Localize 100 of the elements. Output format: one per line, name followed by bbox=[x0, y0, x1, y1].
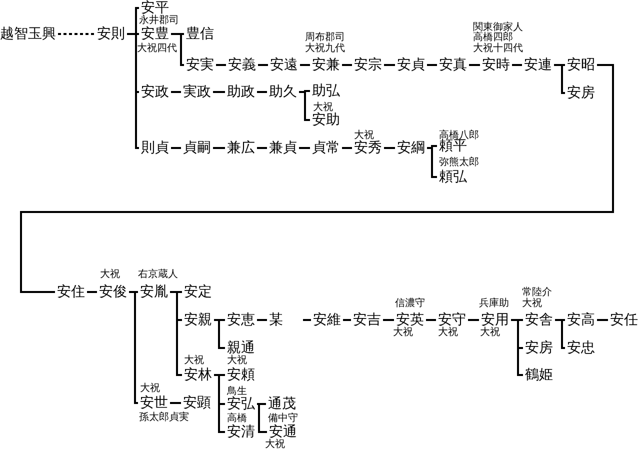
lineage-line bbox=[171, 147, 181, 149]
person-name: 安実 bbox=[184, 57, 216, 73]
person-name: 安高 bbox=[565, 312, 597, 328]
person-name: 安恵 bbox=[225, 312, 257, 328]
note-text: 大祝四代 bbox=[137, 42, 177, 54]
lineage-line bbox=[597, 319, 608, 321]
note-text: 弥熊太郎 bbox=[439, 156, 479, 168]
lineage-line bbox=[512, 64, 522, 66]
lineage-line bbox=[384, 64, 395, 66]
person-name: 安助 bbox=[310, 112, 342, 128]
person-name: 安用 bbox=[479, 312, 511, 328]
person-name: 鶴姫 bbox=[523, 367, 555, 383]
lineage-line bbox=[555, 319, 565, 349]
person-name: 貞嗣 bbox=[181, 140, 213, 156]
person-name: 安世 bbox=[138, 395, 170, 411]
note-text: 周布郡司 bbox=[305, 32, 345, 43]
lineage-line bbox=[257, 319, 267, 321]
lineage-line bbox=[299, 91, 310, 121]
lineage-line bbox=[343, 319, 351, 321]
lineage-line bbox=[383, 319, 394, 321]
person-name: 豊信 bbox=[184, 26, 216, 42]
lineage-line bbox=[342, 64, 352, 66]
person-name: 安房 bbox=[565, 85, 597, 101]
lineage-line bbox=[299, 147, 310, 149]
person-name: 則貞 bbox=[139, 140, 171, 156]
note-text: 常陸介 bbox=[522, 287, 552, 298]
person-name: 安豊 bbox=[139, 26, 171, 42]
lineage-line bbox=[427, 64, 437, 66]
lineage-line bbox=[214, 319, 225, 349]
note-text: 大祝 bbox=[522, 298, 542, 308]
note-text: 兵庫助 bbox=[479, 298, 509, 308]
lineage-line bbox=[213, 91, 225, 93]
person-name: 助久 bbox=[267, 84, 299, 100]
person-name: 安忠 bbox=[565, 340, 597, 356]
person-name: 頼弘 bbox=[437, 169, 469, 185]
lineage-line bbox=[257, 91, 267, 93]
person-name: 安通 bbox=[267, 424, 299, 440]
note-text: 備中守 bbox=[268, 412, 298, 424]
person-name: 安頼 bbox=[225, 367, 257, 383]
person-name: 安英 bbox=[394, 312, 426, 328]
lineage-line bbox=[426, 319, 436, 321]
person-name: 安定 bbox=[182, 284, 214, 300]
lineage-line bbox=[257, 147, 267, 149]
person-name: 兼貞 bbox=[267, 140, 299, 156]
note-text: 大祝 bbox=[480, 326, 500, 338]
note-text: 大祝 bbox=[265, 438, 285, 450]
person-name: 安舎 bbox=[523, 312, 555, 328]
note-text: 大祝 bbox=[313, 102, 333, 112]
dotted-line bbox=[58, 33, 95, 35]
note-text: 関東御家人 bbox=[473, 22, 523, 32]
person-name: 安真 bbox=[437, 57, 469, 73]
note-text: 大祝 bbox=[140, 382, 160, 394]
note-text: 大祝 bbox=[184, 354, 204, 366]
person-name: 貞常 bbox=[310, 140, 342, 156]
person-name: 安時 bbox=[480, 57, 512, 73]
person-name: 親通 bbox=[225, 340, 257, 356]
person-name: 安秀 bbox=[352, 140, 384, 156]
person-name: 安兼 bbox=[310, 57, 342, 73]
person-name: 助弘 bbox=[310, 83, 342, 99]
note-text: 右京蔵人 bbox=[138, 268, 178, 280]
note-text: 高橋八郎 bbox=[439, 130, 479, 140]
person-name: 越智玉興 bbox=[0, 26, 58, 42]
person-name: 安顕 bbox=[181, 395, 213, 411]
note-text: 高橋 bbox=[227, 412, 247, 424]
person-name: 安宗 bbox=[352, 57, 384, 73]
person-name: 安遠 bbox=[268, 57, 300, 73]
person-name: 安林 bbox=[182, 367, 214, 383]
lineage-line bbox=[427, 147, 437, 178]
note-text: 大祝 bbox=[354, 130, 374, 140]
note-text: 大祝 bbox=[100, 268, 120, 280]
person-name: 安住 bbox=[55, 284, 87, 300]
person-name: 安義 bbox=[226, 57, 258, 73]
note-text: 大祝 bbox=[393, 326, 413, 338]
person-name: 安則 bbox=[95, 26, 127, 42]
note-text: 大祝十四代 bbox=[473, 42, 523, 54]
person-name: 安任 bbox=[608, 312, 640, 328]
lineage-line bbox=[214, 374, 225, 433]
lineage-line bbox=[20, 64, 614, 293]
person-name: 安弘 bbox=[225, 396, 257, 412]
person-name: 安連 bbox=[522, 57, 554, 73]
lineage-line bbox=[257, 403, 266, 405]
person-name: 安平 bbox=[139, 0, 171, 16]
note-text: 大祝九代 bbox=[305, 42, 345, 54]
lineage-line bbox=[554, 64, 565, 94]
lineage-line bbox=[171, 91, 181, 93]
lineage-line bbox=[216, 64, 226, 66]
person-name: 安政 bbox=[139, 84, 171, 100]
lineage-line bbox=[384, 147, 395, 149]
lineage-line bbox=[171, 33, 184, 66]
note-text: 鳥生 bbox=[227, 386, 247, 396]
person-name: 安親 bbox=[182, 312, 214, 328]
note-text: 信濃守 bbox=[395, 298, 425, 308]
lineage-line bbox=[342, 147, 352, 149]
person-name: 安俊 bbox=[97, 284, 129, 300]
lineage-line bbox=[469, 64, 480, 66]
note-text: 孫太郎貞実 bbox=[139, 412, 189, 422]
person-name: 頼平 bbox=[437, 138, 469, 154]
note-text: 高橋四郎 bbox=[473, 32, 513, 43]
note-text: 永井郡司 bbox=[139, 14, 179, 26]
note-text: 大祝 bbox=[438, 326, 458, 338]
